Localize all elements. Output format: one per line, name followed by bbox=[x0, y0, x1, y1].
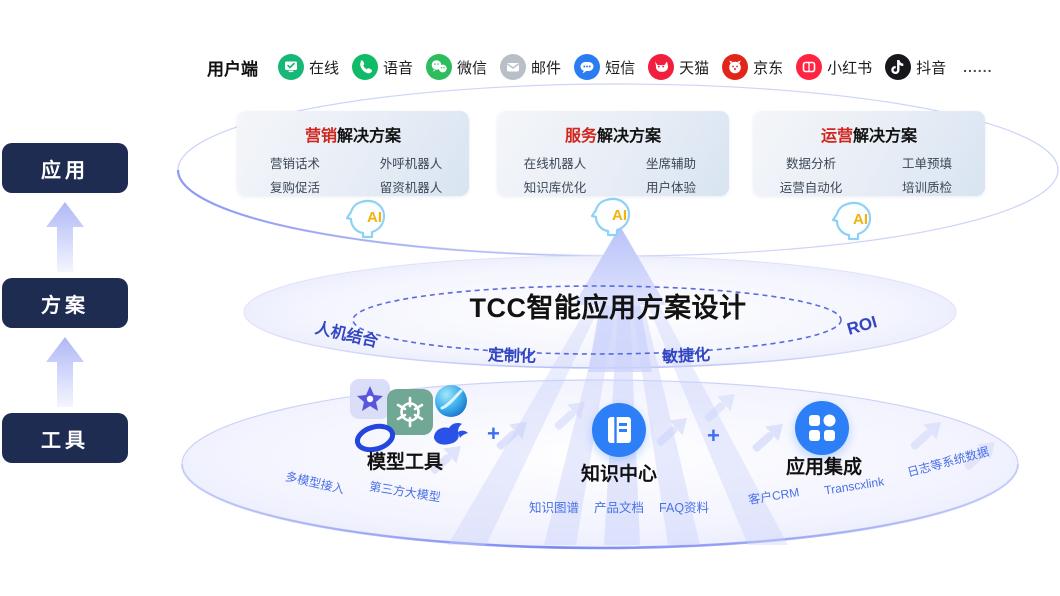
mail-icon bbox=[500, 54, 527, 80]
card-item: 留资机器人 bbox=[379, 181, 443, 195]
channel-douyin: 抖音 bbox=[885, 54, 946, 80]
ai-label: AI bbox=[367, 209, 382, 226]
card-title-accent: 服务 bbox=[564, 128, 597, 145]
stage-application: 应用 bbox=[2, 143, 128, 193]
channel-voice: 语音 bbox=[352, 54, 413, 80]
globe-model-icon bbox=[434, 384, 468, 423]
card-items: 营销话术 外呼机器人 复购促活 留资机器人 bbox=[237, 153, 469, 196]
app-integration-title: 应用集成 bbox=[785, 457, 862, 478]
stage-label: 应用 bbox=[41, 159, 89, 182]
channel-label: 小红书 bbox=[827, 59, 873, 77]
channel-tmall: 天猫 bbox=[648, 54, 709, 80]
ai-head-icon: AI bbox=[826, 199, 882, 243]
card-item: 工单预填 bbox=[901, 157, 952, 171]
ai-head-icon: AI bbox=[340, 197, 396, 241]
card-title-rest: 解决方案 bbox=[337, 128, 402, 145]
online-check-icon bbox=[278, 54, 304, 80]
douyin-note-icon bbox=[885, 54, 912, 80]
card-title-rest: 解决方案 bbox=[853, 128, 918, 145]
knowledge-tag: 产品文档 bbox=[594, 501, 645, 515]
service-solution-card: 服务解决方案 在线机器人 坐席辅助 知识库优化 用户体验 bbox=[497, 111, 729, 196]
operations-solution-card: 运营解决方案 数据分析 工单预填 运营自动化 培训质检 bbox=[753, 111, 985, 196]
channel-online: 在线 bbox=[278, 54, 339, 80]
chatgpt-icon bbox=[387, 389, 433, 440]
platform-label-agility: 敏捷化 bbox=[661, 346, 711, 367]
card-title: 运营解决方案 bbox=[753, 122, 985, 146]
channel-label: 抖音 bbox=[916, 59, 947, 77]
channel-xiaohongshu: 小红书 bbox=[796, 54, 872, 80]
card-item: 复购促活 bbox=[269, 181, 320, 195]
star-model-icon bbox=[350, 379, 390, 424]
card-item: 坐席辅助 bbox=[645, 157, 696, 171]
ai-label: AI bbox=[853, 211, 868, 228]
phone-icon bbox=[352, 54, 379, 80]
users-label: 用户端 bbox=[207, 59, 258, 79]
user-channels-bar: 用户端 在线 语音 微信 bbox=[207, 52, 992, 82]
more-channels-ellipsis: ...... bbox=[963, 59, 993, 75]
ring-model-icon bbox=[352, 421, 398, 460]
channel-wechat: 微信 bbox=[426, 54, 487, 80]
card-title-accent: 营销 bbox=[304, 128, 337, 145]
xiaohongshu-icon bbox=[796, 54, 823, 80]
knowledge-center-title: 知识中心 bbox=[580, 464, 657, 485]
jd-dog-icon bbox=[722, 54, 749, 80]
stage-tools: 工具 bbox=[2, 413, 128, 463]
whale-model-icon bbox=[430, 420, 470, 457]
card-item: 用户体验 bbox=[645, 181, 696, 195]
grid-icon bbox=[795, 401, 849, 455]
card-title: 营销解决方案 bbox=[237, 122, 469, 146]
stage-label: 工具 bbox=[41, 429, 89, 452]
channel-label: 语音 bbox=[383, 59, 414, 77]
card-item: 数据分析 bbox=[785, 157, 836, 171]
stage-solution: 方案 bbox=[2, 278, 128, 328]
channel-label: 邮件 bbox=[531, 59, 562, 77]
channel-label: 短信 bbox=[605, 59, 636, 77]
plus-sign: + bbox=[487, 421, 500, 446]
ai-head-icon: AI bbox=[585, 195, 641, 239]
card-item: 外呼机器人 bbox=[379, 157, 443, 171]
model-tools-title: 模型工具 bbox=[366, 452, 443, 473]
plus-sign: + bbox=[707, 423, 720, 448]
card-items: 在线机器人 坐席辅助 知识库优化 用户体验 bbox=[497, 153, 729, 196]
stage-label: 方案 bbox=[41, 294, 89, 317]
channel-label: 京东 bbox=[753, 59, 784, 77]
marketing-solution-card: 营销解决方案 营销话术 外呼机器人 复购促活 留资机器人 bbox=[237, 111, 469, 196]
channel-label: 天猫 bbox=[679, 59, 710, 77]
notebook-icon bbox=[592, 403, 646, 457]
platform-title: TCC智能应用方案设计 bbox=[469, 293, 747, 323]
card-title-rest: 解决方案 bbox=[597, 128, 662, 145]
card-items: 数据分析 工单预填 运营自动化 培训质检 bbox=[753, 153, 985, 196]
wechat-icon bbox=[426, 54, 453, 80]
card-item: 在线机器人 bbox=[523, 157, 587, 171]
card-item: 运营自动化 bbox=[779, 181, 843, 195]
channel-label: 微信 bbox=[457, 59, 488, 77]
knowledge-tag: 知识图谱 bbox=[529, 501, 580, 515]
platform-label-customization: 定制化 bbox=[487, 347, 537, 366]
tmall-cat-icon bbox=[648, 54, 675, 80]
channel-sms: 短信 bbox=[574, 54, 635, 80]
channel-mail: 邮件 bbox=[500, 54, 561, 80]
card-title-accent: 运营 bbox=[820, 128, 853, 145]
card-item: 知识库优化 bbox=[523, 181, 587, 195]
card-item: 营销话术 bbox=[269, 157, 320, 171]
card-title: 服务解决方案 bbox=[497, 122, 729, 146]
sms-icon bbox=[574, 54, 601, 80]
channel-label: 在线 bbox=[309, 59, 340, 77]
ai-label: AI bbox=[612, 207, 627, 224]
knowledge-tag: FAQ资料 bbox=[659, 501, 710, 515]
card-item: 培训质检 bbox=[901, 181, 952, 195]
channel-jd: 京东 bbox=[722, 54, 783, 80]
knowledge-center-tags: 知识图谱 产品文档 FAQ资料 bbox=[529, 497, 709, 516]
